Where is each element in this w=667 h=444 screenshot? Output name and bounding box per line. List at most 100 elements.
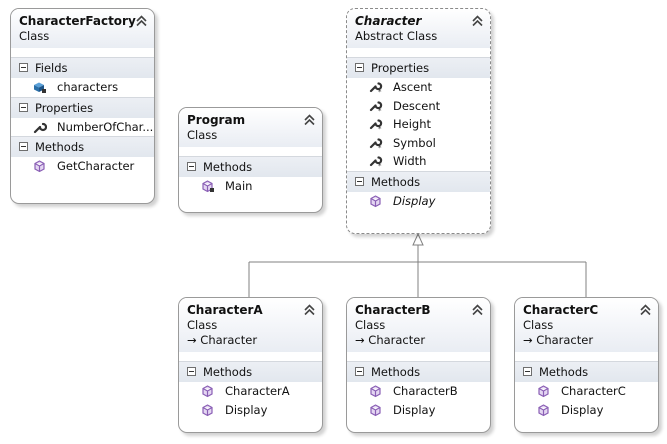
- member-row[interactable]: Display: [347, 192, 490, 211]
- class-box-characterfactory[interactable]: CharacterFactory Class Fields characters…: [10, 8, 155, 204]
- minus-box-icon[interactable]: [19, 102, 28, 112]
- double-chevron-up-icon[interactable]: [304, 304, 315, 316]
- member-name: Ascent: [393, 80, 433, 94]
- section-label: Methods: [371, 365, 421, 379]
- member-row[interactable]: NumberOfChar...: [11, 118, 154, 137]
- class-name: CharacterC: [523, 303, 599, 317]
- method-cube-icon: [370, 194, 381, 207]
- member-name: Main: [225, 179, 253, 193]
- section-methods[interactable]: Methods: [179, 361, 322, 382]
- minus-box-icon[interactable]: [19, 142, 28, 151]
- section-methods[interactable]: Methods: [11, 136, 154, 157]
- base-class: → Character: [355, 333, 426, 347]
- svg-text:*: *: [378, 88, 382, 94]
- svg-text:*: *: [378, 125, 382, 131]
- wrench-property-icon: *: [369, 100, 383, 113]
- member-row[interactable]: CharacterC: [515, 382, 658, 401]
- member-name: Display: [225, 402, 268, 417]
- section-label: Methods: [203, 365, 253, 379]
- section-label: Properties: [35, 100, 94, 115]
- class-header: CharacterA Class → Character: [179, 298, 322, 352]
- method-cube-icon: [202, 385, 213, 398]
- svg-text:*: *: [378, 144, 382, 150]
- class-name: Character: [355, 14, 422, 28]
- section-label: Methods: [539, 365, 589, 379]
- minus-box-icon[interactable]: [523, 367, 532, 376]
- base-class: → Character: [523, 333, 594, 347]
- member-row[interactable]: CharacterA: [179, 382, 322, 401]
- class-box-charactera[interactable]: CharacterA Class → Character Methods Cha…: [178, 297, 323, 433]
- member-name: Symbol: [393, 135, 436, 150]
- wrench-property-icon: [33, 122, 47, 133]
- member-row[interactable]: * Width: [347, 152, 490, 171]
- member-name: GetCharacter: [57, 159, 135, 173]
- wrench-property-icon: *: [369, 137, 383, 150]
- section-label: Methods: [203, 160, 253, 174]
- svg-text:*: *: [378, 162, 382, 168]
- member-name: Display: [393, 402, 436, 417]
- section-properties[interactable]: Properties: [347, 57, 490, 78]
- class-box-characterc[interactable]: CharacterC Class → Character Methods Cha…: [514, 297, 659, 433]
- base-class: → Character: [187, 333, 258, 347]
- svg-text:*: *: [378, 107, 382, 113]
- section-properties[interactable]: Properties: [11, 96, 154, 118]
- member-name: CharacterA: [225, 384, 290, 398]
- minus-box-icon[interactable]: [19, 63, 28, 72]
- member-name: Display: [561, 402, 604, 417]
- section-label: Fields: [35, 61, 68, 75]
- class-box-characterb[interactable]: CharacterB Class → Character Methods Cha…: [346, 297, 491, 433]
- double-chevron-up-icon[interactable]: [640, 304, 651, 316]
- member-row[interactable]: * Height: [347, 115, 490, 134]
- class-kind: Class: [523, 318, 554, 332]
- class-kind: Class: [19, 29, 50, 43]
- class-header: Program Class: [179, 108, 322, 147]
- class-kind: Class: [187, 128, 218, 142]
- section-methods[interactable]: Methods: [179, 156, 322, 177]
- minus-box-icon[interactable]: [355, 176, 364, 186]
- class-name: CharacterB: [355, 303, 431, 317]
- member-row[interactable]: * Ascent: [347, 78, 490, 97]
- method-cube-icon: [370, 403, 381, 416]
- method-cube-icon: [538, 403, 549, 416]
- member-name: characters: [57, 80, 119, 94]
- member-name: Display: [393, 193, 436, 208]
- member-row[interactable]: Display: [347, 401, 490, 420]
- class-box-program[interactable]: Program Class Methods Main: [178, 107, 323, 213]
- section-fields[interactable]: Fields: [11, 57, 154, 78]
- member-name: Height: [393, 117, 432, 131]
- member-row[interactable]: * Descent: [347, 97, 490, 116]
- member-name: Width: [393, 154, 427, 168]
- member-row[interactable]: Display: [179, 401, 322, 420]
- member-row[interactable]: * Symbol: [347, 134, 490, 153]
- minus-box-icon[interactable]: [187, 162, 196, 171]
- class-box-character[interactable]: Character Abstract Class Properties * As…: [346, 8, 491, 234]
- member-row[interactable]: GetCharacter: [11, 157, 154, 176]
- double-chevron-up-icon[interactable]: [472, 304, 483, 316]
- minus-box-icon[interactable]: [355, 63, 364, 72]
- section-methods[interactable]: Methods: [347, 361, 490, 382]
- member-row[interactable]: Display: [515, 401, 658, 420]
- section-methods[interactable]: Methods: [347, 170, 490, 192]
- class-name: Program: [187, 113, 246, 127]
- double-chevron-up-icon[interactable]: [472, 15, 483, 27]
- minus-box-icon[interactable]: [187, 367, 196, 376]
- double-chevron-up-icon[interactable]: [304, 114, 315, 126]
- private-method-icon: [202, 180, 214, 193]
- member-row[interactable]: CharacterB: [347, 382, 490, 401]
- inheritance-arrowhead: [412, 232, 424, 246]
- private-field-icon: [34, 82, 46, 93]
- member-row[interactable]: Main: [179, 177, 322, 196]
- member-name: NumberOfChar...: [57, 119, 154, 134]
- section-label: Methods: [35, 140, 85, 154]
- member-row[interactable]: characters: [11, 78, 154, 97]
- wrench-property-icon: *: [369, 82, 383, 94]
- method-cube-icon: [34, 160, 45, 173]
- section-methods[interactable]: Methods: [515, 361, 658, 382]
- wrench-property-icon: *: [369, 119, 383, 131]
- method-cube-icon: [202, 403, 213, 416]
- double-chevron-up-icon[interactable]: [136, 15, 147, 27]
- class-header: CharacterB Class → Character: [347, 298, 490, 352]
- minus-box-icon[interactable]: [355, 367, 364, 376]
- class-header: CharacterFactory Class: [11, 9, 154, 48]
